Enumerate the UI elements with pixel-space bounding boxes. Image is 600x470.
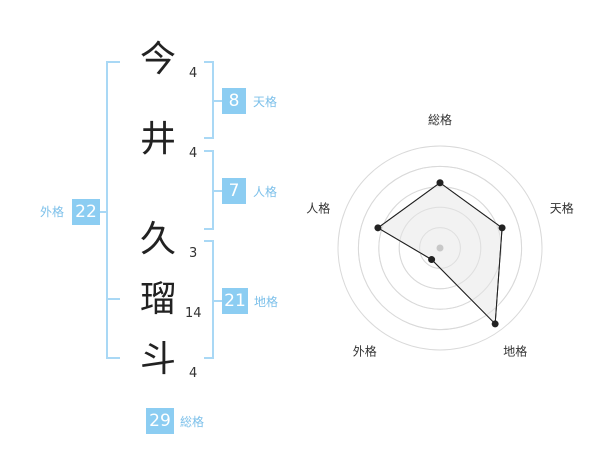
jinkaku-bracket-connector	[213, 190, 222, 192]
radar-ring-overlay-4	[357, 165, 523, 331]
radar-center-dot	[436, 244, 444, 252]
radar-point-5	[374, 224, 382, 232]
tenkaku-bracket-top	[204, 61, 214, 63]
name-char-1: 今	[139, 39, 176, 80]
tenkaku-bracket-connector	[213, 100, 222, 102]
stroke-count-1: 4	[189, 66, 198, 81]
stroke-count-2: 4	[189, 146, 198, 161]
chikaku-value-badge: 21	[222, 288, 248, 314]
radar-axis-label-1: 総格	[428, 112, 452, 127]
radar-point-1	[436, 179, 444, 187]
radar-data-outline	[377, 182, 503, 326]
soukaku-label: 総格	[180, 415, 205, 429]
radar-axis-label-5: 人格	[306, 200, 330, 215]
gaikaku-bracket-mid	[106, 298, 120, 300]
name-char-2: 井	[139, 119, 176, 160]
gaikaku-value-badge: 22	[72, 199, 100, 225]
radar-ring-overlay-2	[398, 206, 482, 290]
radar-point-4	[428, 256, 436, 264]
gaikaku-bracket-top	[106, 61, 120, 63]
gaikaku-bracket-vertical	[106, 61, 108, 359]
chikaku-bracket-connector	[213, 300, 222, 302]
name-char-4: 瑠	[139, 279, 176, 320]
radar-axis-label-4: 外格	[353, 344, 377, 359]
tenkaku-bracket-bottom	[204, 137, 214, 139]
stroke-count-5: 4	[189, 366, 198, 381]
stroke-count-4: 14	[185, 306, 202, 321]
tenkaku-label: 天格	[253, 95, 278, 109]
tenkaku-value-badge: 8	[222, 88, 246, 114]
radar-ring-overlay-3	[378, 186, 502, 310]
chikaku-bracket-vertical	[212, 240, 214, 359]
jinkaku-bracket-top	[204, 150, 214, 152]
jinkaku-value-badge: 7	[222, 178, 246, 204]
radar-point-2	[498, 224, 506, 232]
gaikaku-bracket-connector	[99, 211, 107, 213]
jinkaku-label: 人格	[253, 185, 278, 199]
name-char-3: 久	[139, 219, 176, 260]
chikaku-label: 地格	[254, 295, 279, 309]
gaikaku-label: 外格	[40, 205, 65, 219]
soukaku-value-badge: 29	[146, 408, 174, 434]
gaikaku-bracket-bottom	[106, 357, 120, 359]
radar-point-3	[491, 320, 499, 328]
name-char-5: 斗	[139, 339, 176, 380]
jinkaku-bracket-bottom	[204, 228, 214, 230]
radar-axis-label-2: 天格	[550, 200, 574, 215]
radar-axis-label-3: 地格	[503, 344, 527, 359]
chikaku-bracket-top	[204, 240, 214, 242]
chikaku-bracket-bottom	[204, 357, 214, 359]
stroke-count-3: 3	[189, 246, 198, 261]
